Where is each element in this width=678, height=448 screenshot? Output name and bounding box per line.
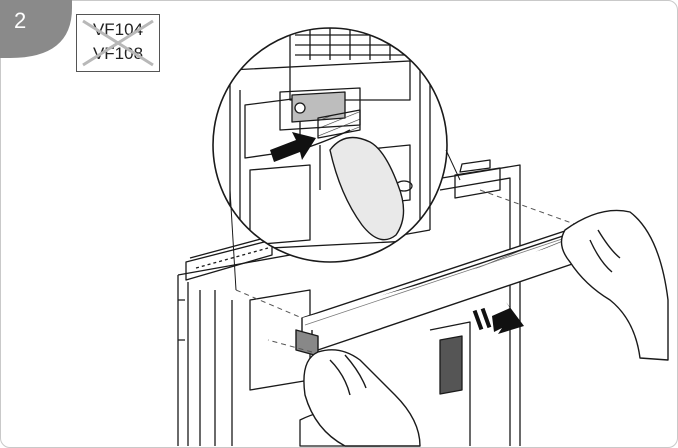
step-badge xyxy=(0,0,72,58)
left-hand xyxy=(303,349,421,447)
right-hand xyxy=(560,209,669,361)
model-label-vf108: VF108 xyxy=(92,44,144,63)
step-number: 2 xyxy=(14,8,27,33)
model-compatibility-box: VF104 VF108 xyxy=(76,14,160,72)
pull-direction-arrow xyxy=(472,302,524,334)
filter-cassette[interactable] xyxy=(295,225,591,357)
push-direction-arrow xyxy=(270,132,316,162)
magnified-detail xyxy=(212,27,461,291)
finger xyxy=(329,136,405,241)
guide-lines xyxy=(235,189,581,353)
ventilation-housing xyxy=(177,159,521,447)
not-applicable-cross-icon xyxy=(82,19,154,67)
